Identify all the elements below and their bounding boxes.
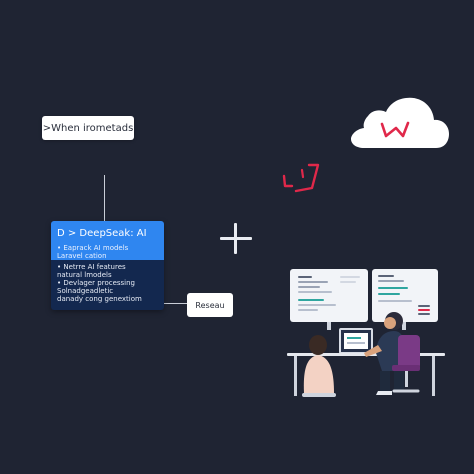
monitor-left xyxy=(290,269,368,322)
monitor-right-stand xyxy=(402,322,406,330)
card-body-line: • Netrre AI features xyxy=(57,263,126,271)
deepseek-card: D > DeepSeak: AI • Eaprack AI models Lar… xyxy=(51,221,164,310)
network-label: Reseau xyxy=(195,300,225,310)
card-body: • Netrre AI features natural lmodels • D… xyxy=(51,260,164,303)
laptop xyxy=(339,328,373,354)
connector-glyph xyxy=(282,163,320,193)
card-body-line: • Devlager processing xyxy=(57,279,136,287)
note-text: >When irometads xyxy=(42,122,134,134)
network-box: Reseau xyxy=(187,293,233,317)
desk-leg xyxy=(432,356,435,396)
card-header-line: • Eaprack AI models xyxy=(57,244,129,252)
card-header-line: Laravel cation xyxy=(57,252,107,260)
card-body-line: Solnadgeadletic xyxy=(57,287,114,295)
card-body-line: danady cong genextiom xyxy=(57,295,142,303)
cloud-icon xyxy=(351,97,449,148)
connector-line-vertical xyxy=(104,175,105,222)
monitor-left-stand xyxy=(327,322,331,330)
card-body-line: natural lmodels xyxy=(57,271,112,279)
card-title: D > DeepSeak: AI xyxy=(57,228,147,239)
people-at-desk-illustration xyxy=(302,312,420,397)
monitor-right xyxy=(372,269,438,322)
note-card: >When irometads xyxy=(42,116,134,140)
card-header: D > DeepSeak: AI • Eaprack AI models Lar… xyxy=(51,221,164,260)
desk-leg xyxy=(294,356,297,396)
